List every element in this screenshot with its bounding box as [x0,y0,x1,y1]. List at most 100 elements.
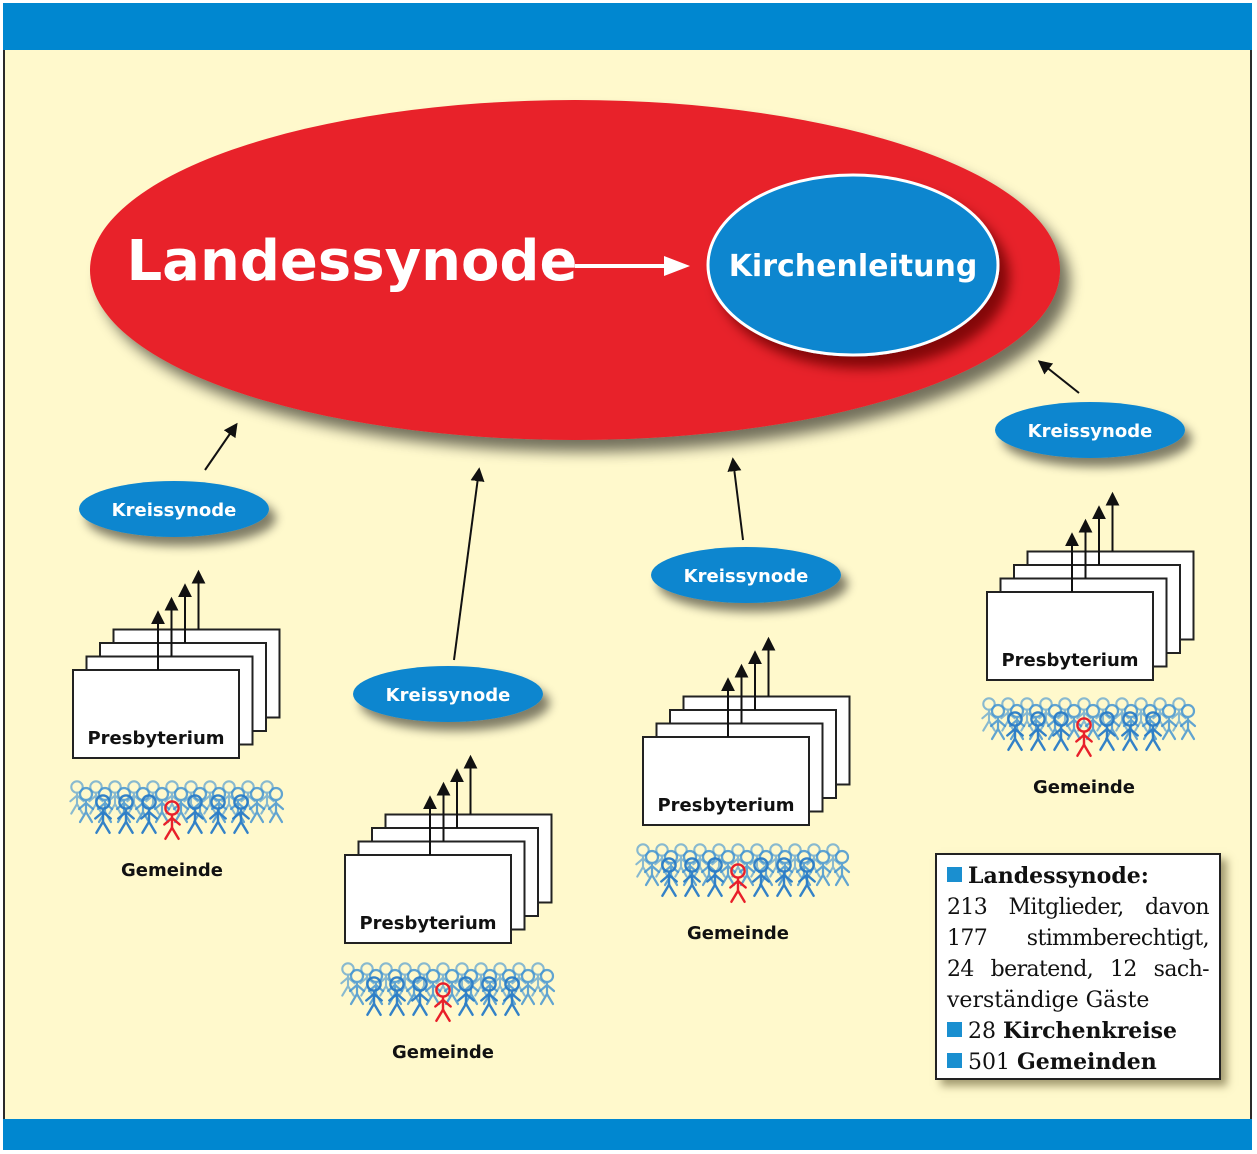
info-stat-gemeinden: 501 Gemeinden [947,1047,1209,1078]
kreissynode-label: Kreissynode [386,685,511,706]
info-line: verständige Gäste [947,988,1150,1013]
kirchenleitung-label: Kirchenleitung [729,249,978,284]
person-icon [229,786,247,824]
person-icon [434,982,452,1023]
landessynode-label: Landessynode [127,229,578,294]
presbyterium-card [642,736,810,826]
stat-label: Gemeinden [1017,1049,1157,1075]
arrow-to-kirchenleitung [575,256,690,276]
person-icon [660,857,678,898]
person-icon [795,849,813,887]
person-icon [480,976,498,1017]
person-icon [538,968,556,1006]
person-icon [117,794,135,835]
square-bullet-icon [947,1022,962,1037]
person-icon [798,857,816,898]
person-icon [1084,703,1102,741]
person-icon [248,786,266,824]
presbyterium-label: Presbyterium [1001,650,1138,671]
person-icon [814,849,832,887]
person-icon [768,843,784,878]
square-bullet-icon [947,1053,962,1068]
presbyterium-stack: Presbyterium [642,636,851,826]
gemeinde-label: Gemeinde [392,1042,494,1063]
person-icon [729,863,747,904]
info-line: 177 stimmberechtigt, [947,926,1210,951]
presbyterium-card [72,669,240,759]
gemeinde-label: Gemeinde [121,860,223,881]
person-icon [1029,711,1047,752]
info-box: Landessynode: 213 Mitglieder, davon 177 … [935,853,1221,1080]
kreissynode-label: Kreissynode [1028,421,1153,442]
kreissynode-label: Kreissynode [684,566,809,587]
kirchenleitung-ellipse [706,173,1000,357]
square-bullet-icon [947,867,962,882]
person-icon [172,786,190,824]
person-icon [683,857,701,898]
person-icon [662,849,680,887]
presbyterium-stack: Presbyterium [72,569,281,759]
gemeinde-label: Gemeinde [687,923,789,944]
person-icon [1121,711,1139,752]
kreissynode-ellipse [79,481,269,537]
kreissynode-ellipse [651,547,841,603]
presbyterium-card [344,854,512,944]
person-icon [457,976,475,1017]
columns: KreissynodePresbyteriumGemeindeKreissyno… [69,360,1197,1063]
person-icon [443,968,461,1006]
presbyterium-stack: Presbyterium [344,754,553,944]
info-line: 213 Mitglieder, davon [947,895,1210,920]
person-icon [500,968,518,1006]
kreissynode-node: Kreissynode [995,402,1185,458]
person-icon [706,857,724,898]
stat-number: 501 [968,1050,1010,1075]
person-icon [775,857,793,898]
presbyterium-label: Presbyterium [359,913,496,934]
top-band [3,3,1252,50]
person-icon [1171,697,1187,732]
person-icon [1179,703,1197,741]
info-line: 24 beratend, 12 sach- [947,957,1210,982]
up-arrow-icon [1037,360,1080,394]
person-icon [1098,711,1116,752]
gemeinde-crowd: Gemeinde [981,697,1197,798]
person-icon [348,968,366,1006]
kreissynode-node: Kreissynode [353,666,543,722]
person-icon [365,976,383,1017]
kreissynode-ellipse [995,402,1185,458]
person-icon [186,794,204,835]
presbyterium-label: Presbyterium [657,795,794,816]
kreissynode-label: Kreissynode [112,500,237,521]
bottom-band [3,1119,1252,1150]
person-icon [140,794,158,835]
person-icon [267,786,285,824]
presbyterium-card [986,591,1154,681]
person-icon [1141,703,1159,741]
person-icon [981,697,997,732]
person-icon [1160,703,1178,741]
person-icon [77,786,95,824]
person-icon [388,976,406,1017]
person-icon [411,976,429,1017]
gemeinde-crowd: Gemeinde [635,843,851,944]
presbyterium-stack: Presbyterium [986,491,1195,681]
person-icon [232,794,250,835]
person-icon [163,800,181,841]
presbyterium-label: Presbyterium [87,728,224,749]
person-icon [752,857,770,898]
person-icon [1052,711,1070,752]
kreissynode-node: Kreissynode [79,481,269,537]
gemeinde-label: Gemeinde [1033,777,1135,798]
person-icon [519,968,537,1006]
info-heading-row: Landessynode: [947,861,1209,892]
person-icon [989,703,1007,741]
person-icon [209,794,227,835]
info-heading: Landessynode: [968,863,1149,889]
person-icon [738,849,756,887]
person-icon [1144,711,1162,752]
person-icon [833,849,851,887]
